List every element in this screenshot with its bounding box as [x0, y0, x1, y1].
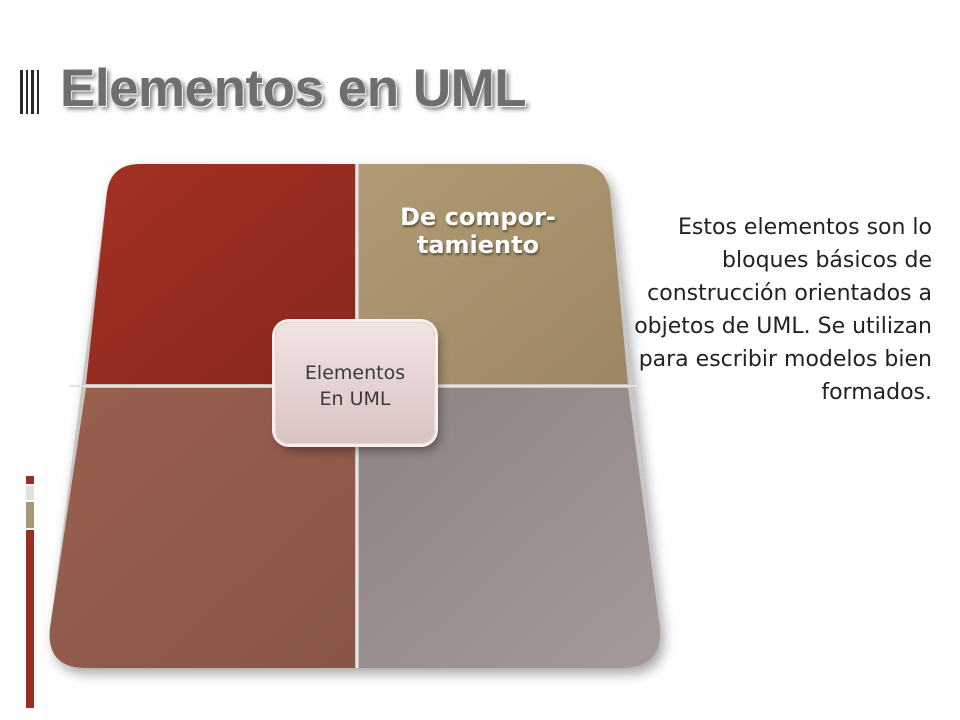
- description-text: Estos elementos son lo bloques básicos d…: [634, 215, 932, 405]
- title-bars-decoration: [18, 70, 40, 114]
- side-bar-red-top: [26, 476, 34, 484]
- side-bar-red: [26, 530, 34, 708]
- quadrant-bottom-right: [359, 388, 661, 668]
- quadrant-bottom-left: [49, 388, 356, 668]
- side-bar-tan: [26, 502, 34, 528]
- quadrant-top-right-label: De compor-tamiento: [400, 203, 556, 259]
- side-bar-light: [26, 486, 34, 500]
- page-title: Elementos en UML: [60, 59, 527, 118]
